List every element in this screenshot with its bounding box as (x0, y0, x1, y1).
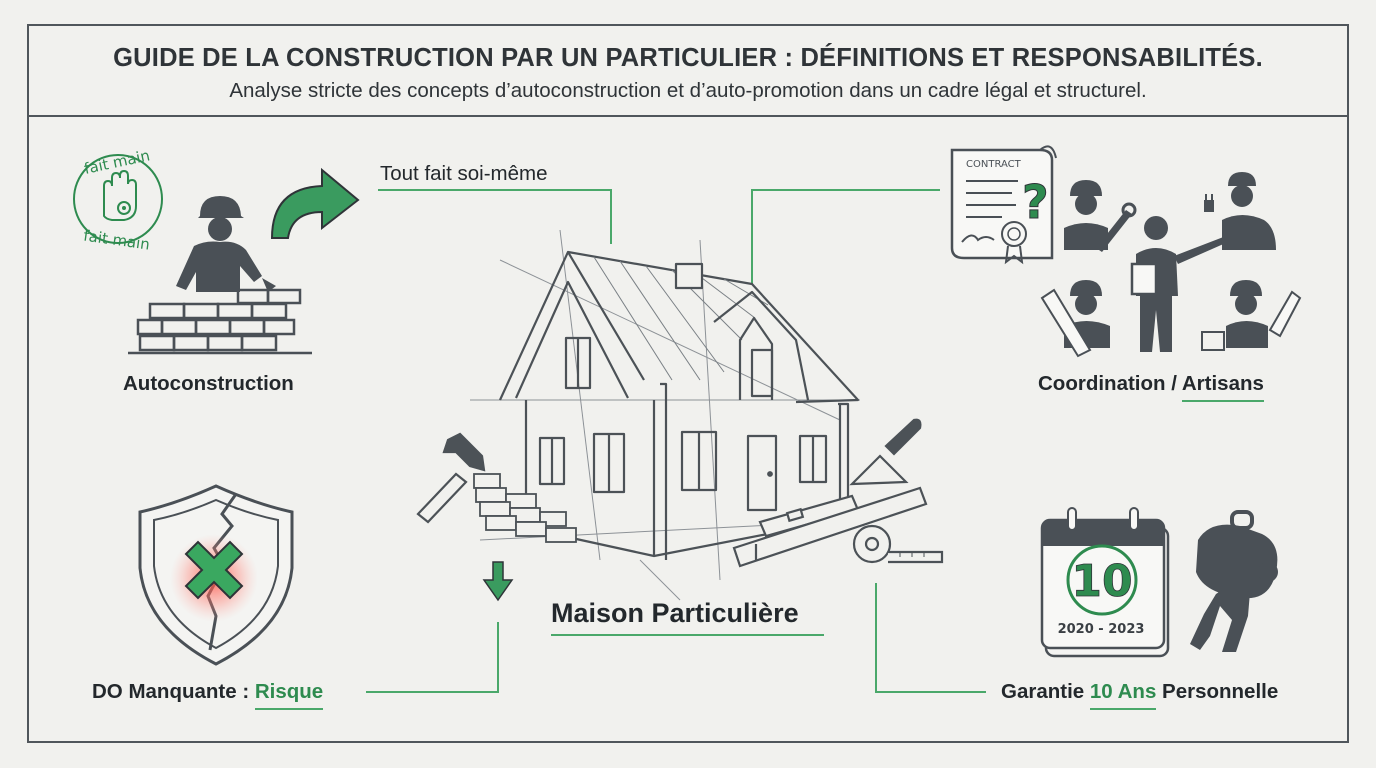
down-arrow-icon (482, 561, 514, 602)
connector-top-right (751, 189, 940, 284)
workers-group-icon (1040, 172, 1302, 358)
page-subtitle: Analyse stricte des concepts d’autoconst… (229, 79, 1147, 102)
label-garantie: Garantie 10 Ans Personnelle (1001, 680, 1279, 710)
connector-lines (366, 189, 986, 693)
connector-bottom-left (366, 622, 499, 693)
calendar-icon: 10 2020 - 2023 (1040, 507, 1170, 658)
connector-bottom-right (875, 583, 986, 693)
calendar-years: 2020 - 2023 (1058, 622, 1145, 637)
contract-text: CONTRACT (966, 159, 1022, 170)
hand-stamp-icon: fait main fait main (73, 146, 163, 254)
page-title: GUIDE DE LA CONSTRUCTION PAR UN PARTICUL… (113, 44, 1263, 72)
hammer-icon (416, 432, 486, 524)
level-icon (732, 486, 928, 568)
brick-pile-icon (473, 473, 577, 543)
frame: GUIDE DE LA CONSTRUCTION PAR UN PARTICUL… (27, 24, 1349, 743)
contract-question-icon: CONTRACT ? (950, 145, 1057, 265)
stamp-text-bottom: fait main (82, 226, 151, 253)
svg-text:?: ? (1022, 175, 1049, 229)
house-sketch-icon (470, 229, 871, 601)
label-autoconstruction: Autoconstruction (123, 372, 294, 395)
label-garantie-after: Personnelle (1156, 680, 1279, 703)
trowel-icon (849, 418, 922, 486)
label-do-main: DO Manquante : (92, 680, 255, 703)
label-coordination-accent: Artisans (1181, 372, 1264, 402)
label-garantie-accent: 10 Ans (1089, 680, 1157, 710)
label-coordination-main: Coordination / (1038, 372, 1182, 395)
header: GUIDE DE LA CONSTRUCTION PAR UN PARTICUL… (29, 26, 1347, 117)
center-title: Maison Particulière (551, 598, 799, 628)
label-coordination: Coordination / Artisans (1038, 372, 1264, 402)
label-do-manquante: DO Manquante : Risque (92, 680, 324, 710)
center-title-underline (551, 634, 824, 636)
curved-arrow-icon (270, 167, 360, 239)
label-do-accent: Risque (254, 680, 324, 710)
bricklayer-icon (128, 196, 312, 355)
callout-diy: Tout fait soi-même (380, 162, 548, 185)
connector-top-left (378, 189, 612, 244)
label-garantie-before: Garantie (1001, 680, 1090, 703)
burdened-person-icon (1190, 510, 1278, 652)
cross-icon (184, 540, 244, 600)
calendar-number: 10 (1071, 556, 1132, 607)
tape-measure-icon (852, 524, 944, 564)
